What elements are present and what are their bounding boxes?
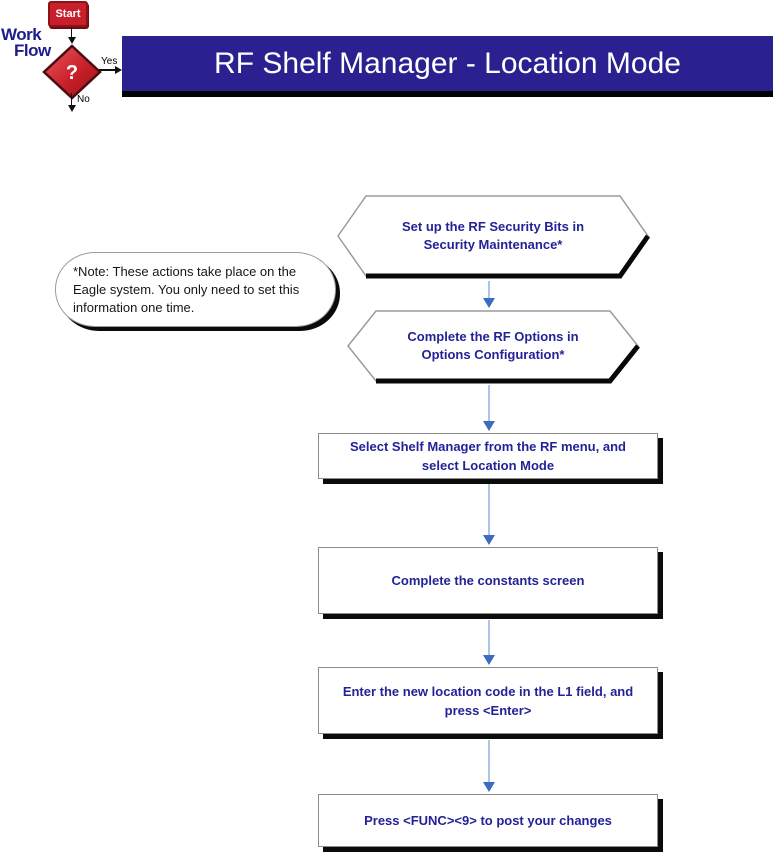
page-title-banner: RF Shelf Manager - Location Mode bbox=[122, 36, 773, 97]
step-text: Select Shelf Manager from the RF menu, a… bbox=[350, 439, 626, 454]
flow-step-rectangle: Select Shelf Manager from the RF menu, a… bbox=[318, 433, 658, 479]
flow-arrow-icon bbox=[483, 281, 495, 308]
flow-step-hexagon: Complete the RF Options in Options Confi… bbox=[345, 308, 641, 393]
flow-arrow-icon bbox=[483, 620, 495, 665]
note-callout: *Note: These actions take place on the E… bbox=[55, 252, 336, 327]
step-text: select Location Mode bbox=[421, 458, 555, 473]
step-text: Press <FUNC><9> to post your changes bbox=[364, 813, 612, 828]
decision-diamond-icon: ? bbox=[42, 44, 102, 100]
flow-arrow-icon bbox=[483, 484, 495, 545]
flow-step-rectangle: Press <FUNC><9> to post your changes bbox=[318, 794, 658, 847]
no-label: No bbox=[77, 94, 90, 105]
step-text: Options Configuration* bbox=[421, 347, 565, 362]
brand-work: Work bbox=[1, 25, 42, 44]
hexagon-shape bbox=[337, 195, 651, 279]
flow-step-hexagon: Set up the RF Security Bits in Security … bbox=[335, 193, 651, 288]
start-node: Start bbox=[48, 1, 88, 27]
step-text: Complete the RF Options in bbox=[407, 329, 579, 344]
arrow-right-icon bbox=[99, 65, 122, 75]
note-line: Eagle system. You only need to set this bbox=[73, 281, 300, 297]
step-text: Complete the constants screen bbox=[391, 573, 585, 588]
yes-label: Yes bbox=[101, 56, 118, 67]
hexagon-shape bbox=[347, 310, 640, 384]
step-text: Set up the RF Security Bits in bbox=[401, 219, 585, 234]
step-text: Security Maintenance* bbox=[423, 237, 563, 252]
arrow-down-icon bbox=[67, 93, 76, 112]
brand-flow: Flow bbox=[14, 41, 51, 60]
flow-arrow-icon bbox=[483, 385, 495, 431]
page-title: RF Shelf Manager - Location Mode bbox=[214, 46, 681, 80]
note-line: information one time. bbox=[73, 299, 195, 315]
arrow-down-icon bbox=[67, 27, 76, 44]
note-line: *Note: These actions take place on the bbox=[73, 263, 297, 279]
flow-arrow-icon bbox=[483, 740, 495, 792]
flow-step-rectangle: Complete the constants screen bbox=[318, 547, 658, 614]
flow-step-rectangle: Enter the new location code in the L1 fi… bbox=[318, 667, 658, 734]
question-mark: ? bbox=[66, 62, 78, 84]
step-text: Enter the new location code in the L1 fi… bbox=[342, 683, 634, 699]
step-text: press <Enter> bbox=[444, 702, 532, 718]
start-label: Start bbox=[55, 8, 81, 20]
